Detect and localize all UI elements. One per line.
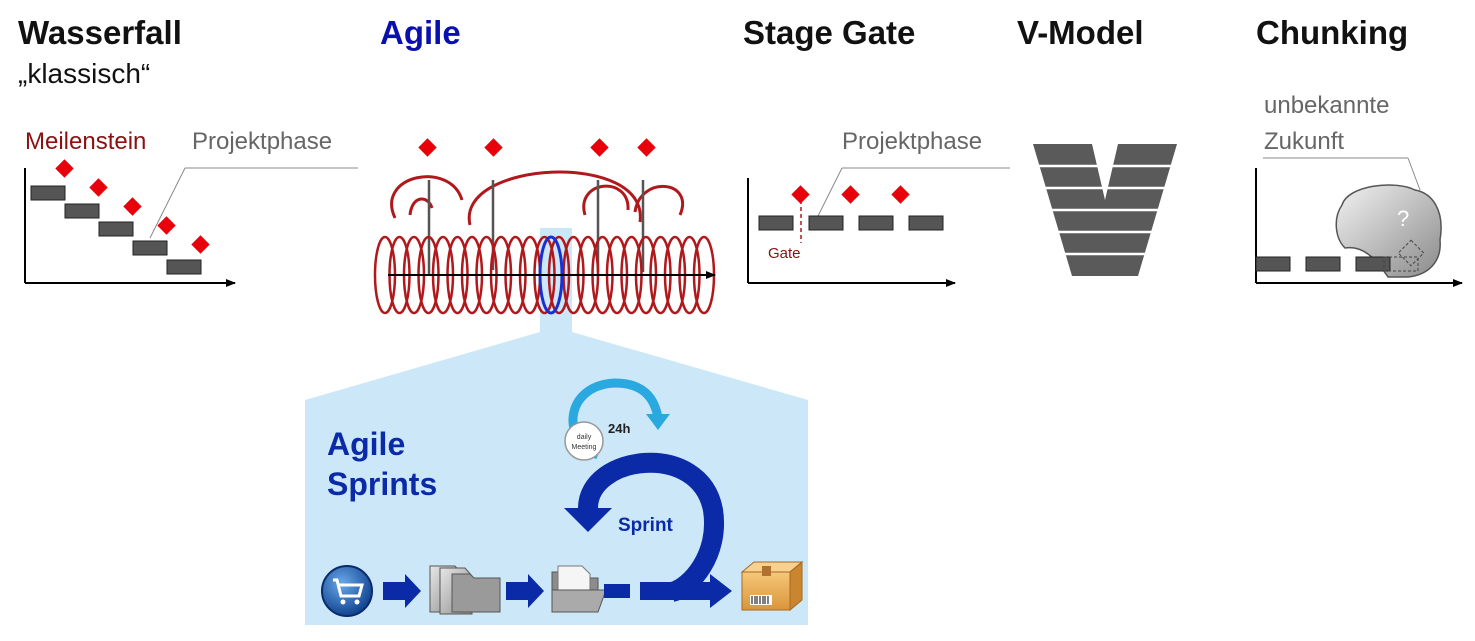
agile-diagram [305,138,808,625]
daily-meeting-badge [564,421,604,461]
phase-bar [808,215,844,231]
phase-bar [64,203,100,219]
heading-v-model: V-Model [1017,14,1144,51]
heading-agile: Agile [380,14,461,51]
agile-sprints-panel: daily Meeting 24h Sprint [321,378,804,617]
phase-bar [1355,256,1391,272]
label-unknown-line1: unbekannte [1264,92,1390,119]
daily-label: daily [577,434,592,441]
package-icon [740,560,804,612]
phase-bar [30,185,66,201]
phase-bar [1305,256,1341,272]
phase-bar [98,221,134,237]
milestone-diamond [418,138,437,157]
cart-glyph [333,578,364,598]
milestone-diamond [157,216,176,235]
chunking-diagram: ? [1255,157,1463,287]
milestone-diamond [191,235,210,254]
waterfall-diagram [24,159,358,287]
label-milestone: Meilenstein [25,128,147,155]
phase-leader-line [817,167,843,217]
v-stages [1030,164,1180,256]
agile-sprints-title: Agile Sprints [327,424,437,504]
sprint-cycle-arrowhead [564,508,612,532]
heading-chunking: Chunking [1256,14,1409,51]
sprint-cycle-arrow [578,452,725,602]
future-milestone-diamond [1397,239,1425,267]
heading-waterfall: Wasserfall [18,14,182,51]
daily-cycle-arrowhead [646,414,670,430]
milestone-diamond [484,138,503,157]
milestone-diamond [637,138,656,157]
v-model-diagram [1030,144,1180,276]
phase-bar [858,215,894,231]
gate-label: Gate [768,245,801,262]
future-phase-bar [1383,256,1419,272]
label-unknown-line2: Zukunft [1264,128,1345,155]
milestone-diamond [89,178,108,197]
meeting-label: Meeting [572,444,597,451]
sprint-label: Sprint [618,515,674,536]
flow-link [604,584,630,598]
future-leader-line [1407,157,1421,191]
phase-bar [166,259,202,275]
stage-gate-diagram: Gate [747,167,1010,287]
phase-bar [758,215,794,231]
gate-diamond [891,185,910,204]
gate-diamond [791,185,810,204]
milestone-diamond [55,159,74,178]
milestone-diamond [123,197,142,216]
zoom-connector [305,228,808,625]
arrow-right-icon [383,574,421,608]
unknown-future-cloud [1335,184,1442,278]
gate-diamond [841,185,860,204]
arrow-right-icon [640,574,732,608]
cart-icon [321,565,373,617]
arrow-right-icon [506,574,544,608]
question-mark: ? [1397,206,1409,231]
folder-icon [551,565,607,613]
heading-stage-gate: Stage Gate [743,14,916,51]
agile-sprints-title-line2: Sprints [327,466,438,502]
label-phase-waterfall: Projektphase [192,128,333,155]
milestone-diamond [590,138,609,157]
label-phase-stage-gate: Projektphase [842,128,983,155]
release-loops [390,170,684,226]
heading-waterfall-subtitle: „klassisch“ [18,58,151,89]
documents-icon [429,565,501,615]
phase-leader-line [149,167,186,239]
phase-bar [132,240,168,256]
phase-bar [1255,256,1291,272]
agile-sprints-title-line1: Agile [327,426,406,462]
cycle-24h-label: 24h [608,421,630,436]
phase-bar [908,215,944,231]
